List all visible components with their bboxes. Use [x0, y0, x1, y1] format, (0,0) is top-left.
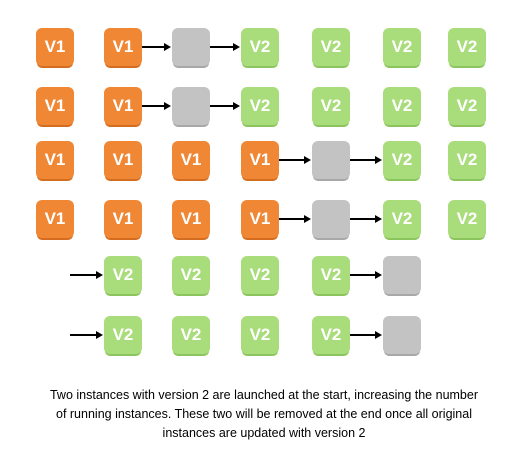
- v2-instance-1-9: V2: [448, 28, 486, 66]
- arrow-line: [350, 334, 376, 336]
- v2-instance-3-8: V2: [383, 141, 421, 179]
- v2-instance-2-7: V2: [312, 87, 350, 125]
- v1-instance-1-2: V1: [104, 28, 142, 66]
- arrow-6-1: [70, 331, 103, 339]
- pending-instance-3-6: [312, 141, 350, 179]
- v2-instance-1-7: V2: [312, 28, 350, 66]
- arrow-head: [375, 215, 382, 223]
- pending-instance-5-7: [383, 256, 421, 294]
- v2-instance-5-2: V2: [104, 256, 142, 294]
- arrow-line: [279, 159, 305, 161]
- arrow-head: [164, 43, 171, 51]
- arrow-head: [233, 43, 240, 51]
- arrow-6-6: [350, 331, 382, 339]
- caption-line-3: instances are updated with version 2: [162, 426, 366, 440]
- v1-instance-3-3: V1: [172, 141, 210, 179]
- caption-line-1: Two instances with version 2 are launche…: [49, 388, 478, 402]
- v2-instance-1-6: V2: [241, 28, 279, 66]
- arrow-line: [142, 105, 165, 107]
- v1-instance-4-2: V1: [104, 200, 142, 238]
- v2-instance-5-5: V2: [312, 256, 350, 294]
- pending-instance-4-6: [312, 200, 350, 238]
- arrow-4-7: [350, 215, 382, 223]
- arrow-head: [375, 271, 382, 279]
- arrow-1-5: [210, 43, 240, 51]
- v1-instance-2-2: V1: [104, 87, 142, 125]
- arrow-2-5: [210, 102, 240, 110]
- v2-instance-3-9: V2: [448, 141, 486, 179]
- pending-instance-6-7: [383, 316, 421, 354]
- arrow-line: [350, 218, 376, 220]
- arrow-3-5: [279, 156, 311, 164]
- v1-instance-3-4: V1: [241, 141, 279, 179]
- arrow-head: [96, 271, 103, 279]
- v2-instance-6-2: V2: [104, 316, 142, 354]
- arrow-5-1: [70, 271, 103, 279]
- v2-instance-4-8: V2: [383, 200, 421, 238]
- arrow-3-7: [350, 156, 382, 164]
- v2-instance-5-4: V2: [241, 256, 279, 294]
- v2-instance-1-8: V2: [383, 28, 421, 66]
- v1-instance-3-1: V1: [36, 141, 74, 179]
- v1-instance-4-3: V1: [172, 200, 210, 238]
- arrow-head: [304, 156, 311, 164]
- arrow-head: [164, 102, 171, 110]
- arrow-4-5: [279, 215, 311, 223]
- arrow-line: [210, 46, 234, 48]
- arrow-1-3: [142, 43, 171, 51]
- arrow-line: [70, 334, 97, 336]
- arrow-line: [279, 218, 305, 220]
- v1-instance-4-1: V1: [36, 200, 74, 238]
- arrow-line: [350, 159, 376, 161]
- caption: Two instances with version 2 are launche…: [20, 386, 508, 443]
- arrow-head: [233, 102, 240, 110]
- v2-instance-6-5: V2: [312, 316, 350, 354]
- v1-instance-2-1: V1: [36, 87, 74, 125]
- arrow-line: [350, 274, 376, 276]
- arrow-head: [96, 331, 103, 339]
- arrow-line: [142, 46, 165, 48]
- v2-instance-5-3: V2: [172, 256, 210, 294]
- arrow-head: [375, 331, 382, 339]
- v2-instance-4-9: V2: [448, 200, 486, 238]
- v1-instance-4-4: V1: [241, 200, 279, 238]
- v2-instance-2-9: V2: [448, 87, 486, 125]
- pending-instance-2-4: [172, 87, 210, 125]
- arrow-head: [375, 156, 382, 164]
- v1-instance-1-1: V1: [36, 28, 74, 66]
- v2-instance-6-4: V2: [241, 316, 279, 354]
- pending-instance-1-4: [172, 28, 210, 66]
- arrow-2-3: [142, 102, 171, 110]
- v1-instance-3-2: V1: [104, 141, 142, 179]
- caption-line-2: of running instances. These two will be …: [56, 407, 472, 421]
- arrow-line: [210, 105, 234, 107]
- v2-instance-2-8: V2: [383, 87, 421, 125]
- v2-instance-2-6: V2: [241, 87, 279, 125]
- arrow-head: [304, 215, 311, 223]
- v2-instance-6-3: V2: [172, 316, 210, 354]
- arrow-5-6: [350, 271, 382, 279]
- arrow-line: [70, 274, 97, 276]
